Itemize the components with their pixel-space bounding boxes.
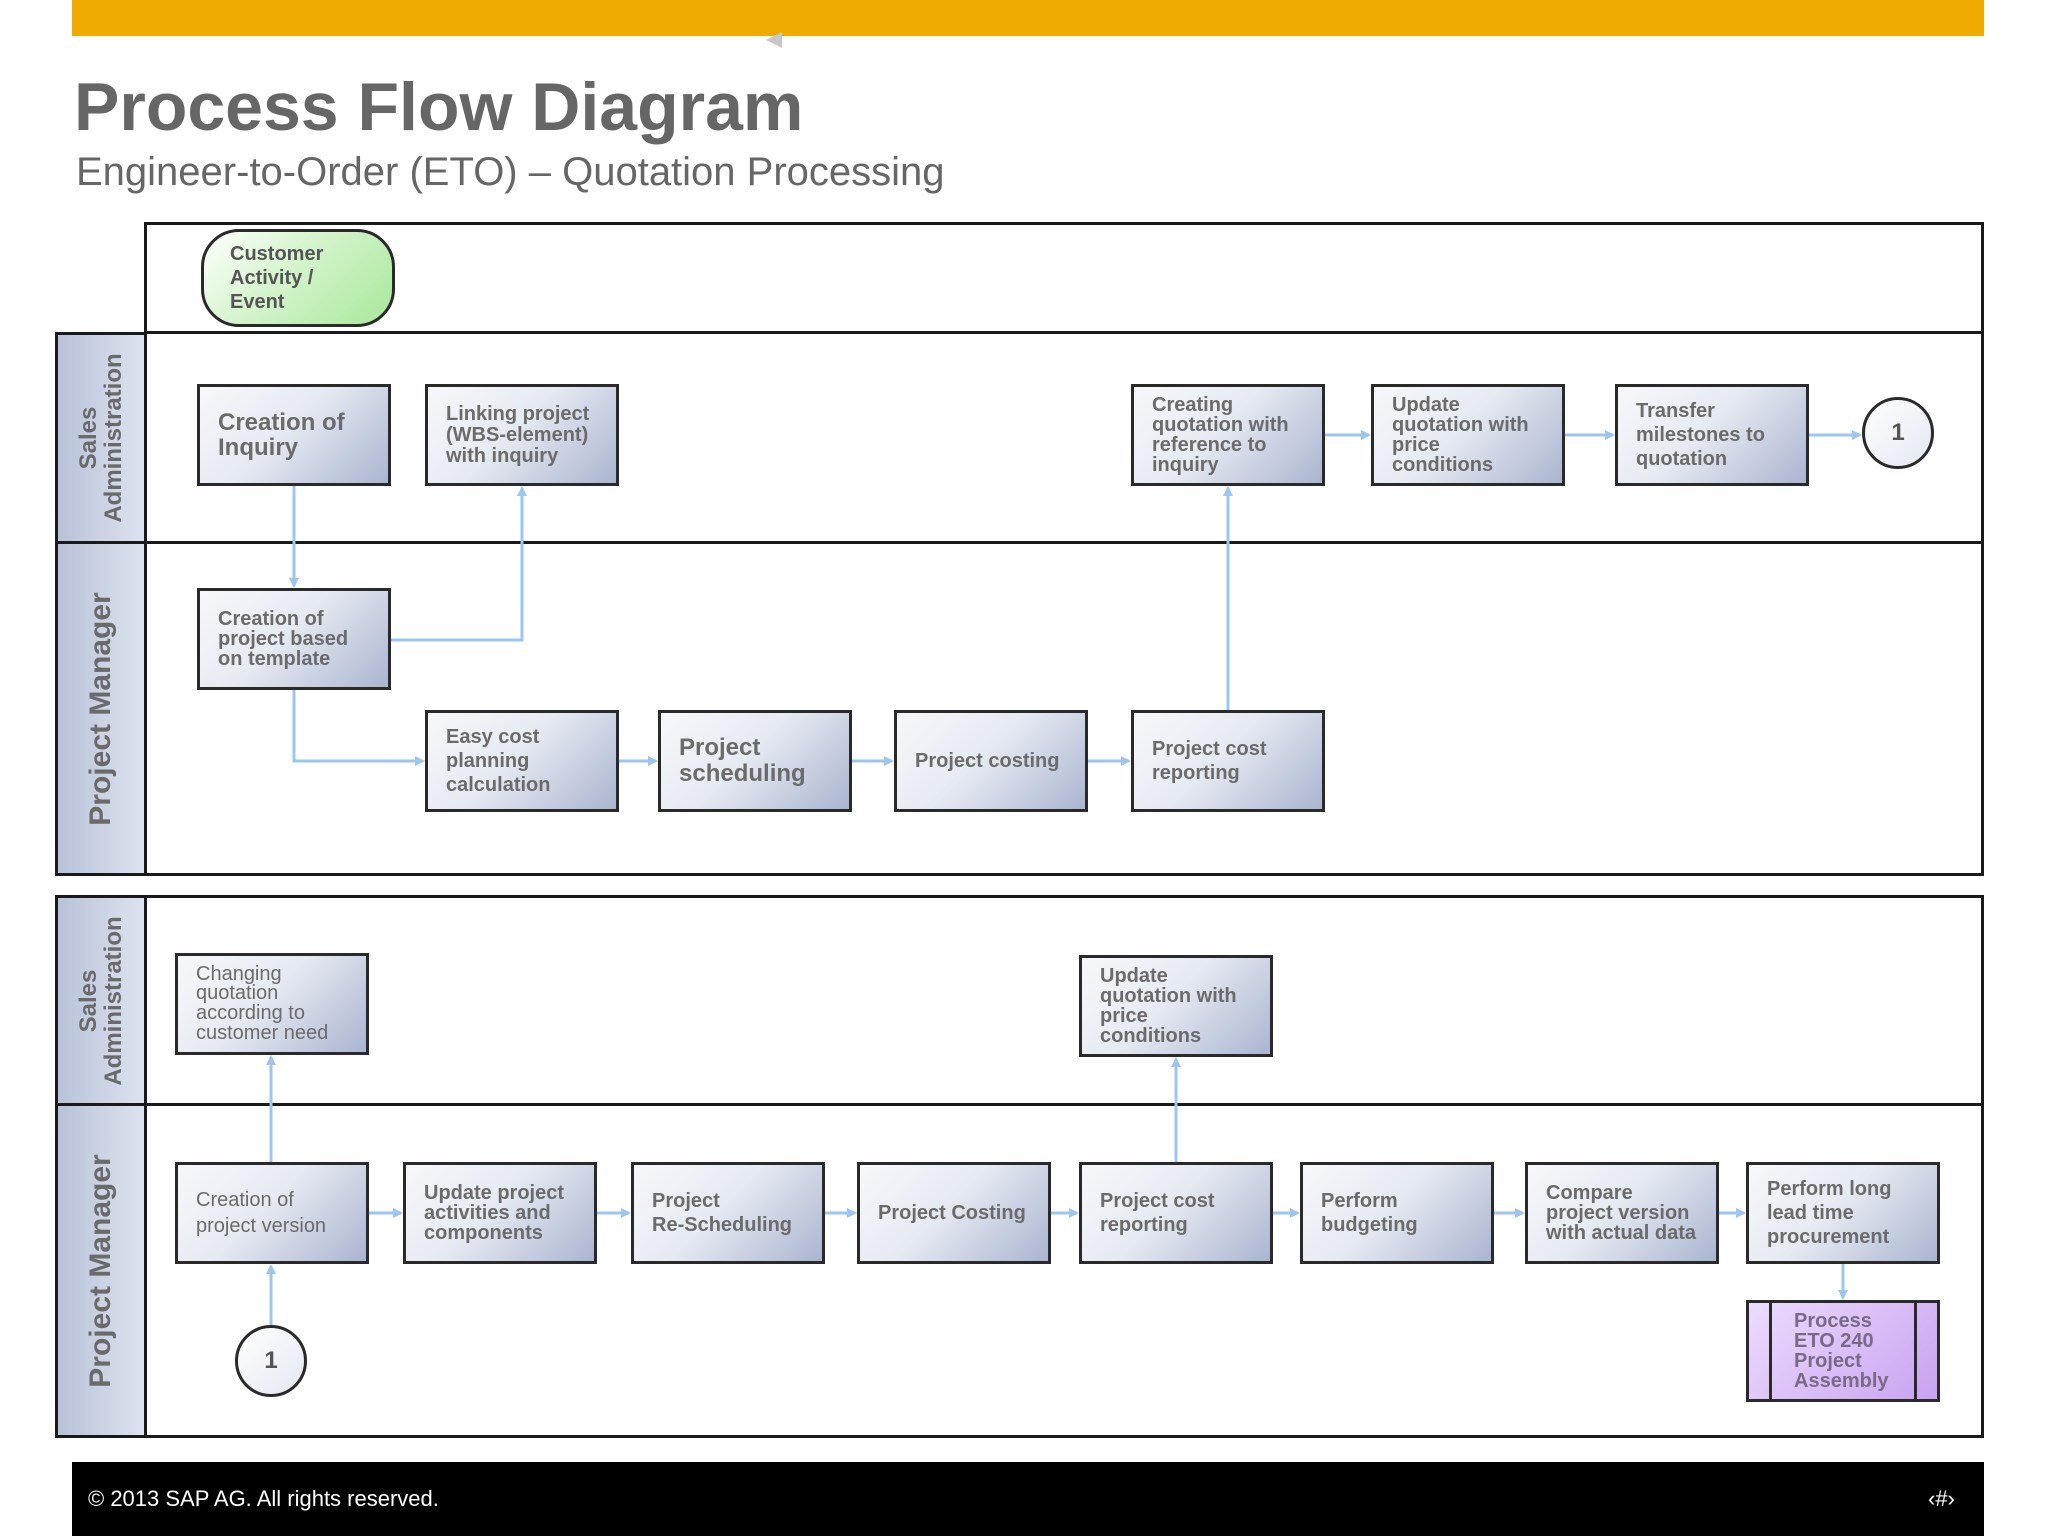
box-compare-version: Compare project version with actual data	[1525, 1162, 1719, 1264]
subprocess-eto-240-inner: Process ETO 240 Project Assembly	[1769, 1303, 1917, 1399]
box-update-activities: Update project activities and components	[403, 1162, 597, 1264]
long-lead-label: Perform long lead time procurement	[1767, 1178, 1892, 1248]
easy-cost-label: Easy cost planning calculation	[446, 726, 551, 796]
top-accent-bar	[72, 0, 1984, 36]
rescheduling-label: Project Re-Scheduling	[652, 1190, 793, 1236]
box-rescheduling: Project Re-Scheduling	[631, 1162, 825, 1264]
diagram2-lane-project-manager: Project Manager	[55, 1103, 147, 1438]
diagram1-lane-project-manager: Project Manager	[55, 541, 147, 876]
creation-of-project-label: Creation of project based on template	[218, 608, 349, 670]
update-activities-label: Update project activities and components	[424, 1182, 565, 1244]
box-project-cost-reporting: Project cost reporting	[1131, 710, 1325, 812]
box-creation-of-version: Creation of project version	[175, 1162, 369, 1264]
box-linking-project: Linking project (WBS-element) with inqui…	[425, 384, 619, 486]
customer-activity-event: Customer Activity / Event	[201, 229, 395, 327]
box-cost-reporting-2: Project cost reporting	[1079, 1162, 1273, 1264]
box-update-quotation-1: Update quotation with price conditions	[1371, 384, 1565, 486]
project-cost-reporting-label: Project cost reporting	[1152, 738, 1267, 784]
diagram2-lane-sales-admin: Sales Administration	[55, 895, 147, 1106]
box-changing-quotation: Changing quotation according to customer…	[175, 953, 369, 1055]
box-update-quotation-2: Update quotation with price conditions	[1079, 955, 1273, 1057]
process-eto-label: Process ETO 240 Project Assembly	[1794, 1310, 1889, 1392]
creation-of-inquiry-label: Creation of Inquiry	[218, 408, 345, 461]
changing-quotation-label: Changing quotation according to customer…	[196, 962, 329, 1044]
connector-1-out-label: 1	[1891, 419, 1905, 446]
diagram1-lane-divider-top	[144, 331, 1984, 334]
update-quotation-2-label: Update quotation with price conditions	[1100, 965, 1237, 1047]
budgeting-label: Perform budgeting	[1321, 1190, 1418, 1236]
footer-bar	[72, 1462, 1984, 1536]
linking-project-label: Linking project (WBS-element) with inqui…	[446, 402, 590, 467]
box-budgeting: Perform budgeting	[1300, 1162, 1494, 1264]
box-transfer-milestones: Transfer milestones to quotation	[1615, 384, 1809, 486]
box-easy-cost: Easy cost planning calculation	[425, 710, 619, 812]
arrow-project-to-linking	[391, 486, 527, 642]
box-project-costing: Project costing	[894, 710, 1088, 812]
cost-reporting-2-label: Project cost reporting	[1100, 1190, 1215, 1236]
project-costing-label: Project costing	[915, 749, 1060, 772]
creating-quotation-label: Creating quotation with reference to inq…	[1152, 394, 1289, 476]
creation-of-version-label: Creation of project version	[196, 1189, 327, 1237]
update-quotation-1-label: Update quotation with price conditions	[1392, 394, 1529, 476]
project-costing-2-label: Project Costing	[878, 1201, 1026, 1224]
box-project-costing-2: Project Costing	[857, 1162, 1051, 1264]
box-creating-quotation: Creating quotation with reference to inq…	[1131, 384, 1325, 486]
compare-version-label: Compare project version with actual data	[1546, 1182, 1697, 1244]
connector-1-out: 1	[1862, 397, 1934, 469]
connector-1-in: 1	[235, 1325, 307, 1397]
arrow-project-to-easycost	[292, 690, 425, 766]
box-creation-of-inquiry: Creation of Inquiry	[197, 384, 391, 486]
subprocess-eto-240: Process ETO 240 Project Assembly	[1746, 1300, 1940, 1402]
box-creation-of-project: Creation of project based on template	[197, 588, 391, 690]
diagram1-lane-divider-mid	[144, 541, 1984, 544]
transfer-milestones-label: Transfer milestones to quotation	[1636, 400, 1765, 470]
diagram2-lane-divider-mid	[144, 1103, 1984, 1106]
box-project-scheduling: Project scheduling	[658, 710, 852, 812]
page-subtitle: Engineer-to-Order (ETO) – Quotation Proc…	[76, 150, 945, 194]
box-long-lead: Perform long lead time procurement	[1746, 1162, 1940, 1264]
slide-marker-icon	[766, 32, 782, 48]
footer-copyright: © 2013 SAP AG. All rights reserved.	[88, 1486, 439, 1511]
project-scheduling-label: Project scheduling	[679, 733, 806, 787]
page-title: Process Flow Diagram	[74, 69, 804, 145]
customer-activity-event-label: Customer Activity / Event	[230, 243, 324, 313]
connector-1-in-label: 1	[264, 1347, 278, 1374]
footer-page-number: ‹#›	[1928, 1486, 1955, 1511]
